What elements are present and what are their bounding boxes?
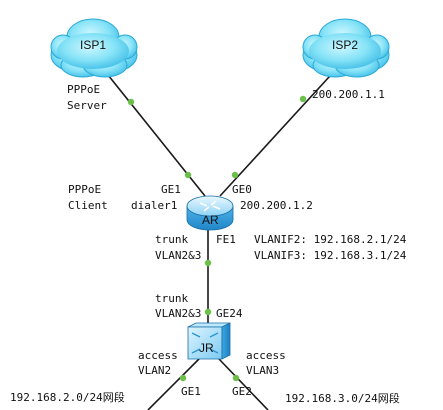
isp2-cloud-icon[interactable]	[302, 18, 390, 78]
jr-label: JR	[199, 341, 214, 355]
ar-trunk-label: trunk	[155, 233, 189, 246]
pppoe-client-label-line1: PPPoE	[68, 183, 102, 196]
jr-vlan-label: VLAN2&3	[155, 307, 202, 320]
ar-dialer-label: dialer1	[131, 199, 178, 212]
port-dot-ar-ge0	[231, 171, 239, 179]
ar-fe1-label: FE1	[216, 233, 236, 246]
pppoe-server-label-line2: Server	[67, 99, 107, 112]
port-dot-jr-ge24	[204, 308, 212, 316]
port-dot-ar-fe1	[204, 259, 212, 267]
isp2-ip-label: 200.200.1.1	[312, 88, 385, 101]
ar-wan-ip-label: 200.200.1.2	[240, 199, 313, 212]
pppoe-server-label-line1: PPPoE	[67, 83, 101, 96]
port-dot-jr-ge2	[232, 374, 240, 382]
vlan2-label: VLAN2	[138, 364, 172, 377]
jr-switch-icon[interactable]	[187, 322, 231, 360]
ar-router-icon[interactable]	[186, 195, 234, 231]
port-dot-ar-ge1	[184, 171, 192, 179]
isp2-label: ISP2	[332, 38, 359, 52]
isp1-label: ISP1	[80, 38, 107, 52]
vlanif2-label: VLANIF2: 192.168.2.1/24	[254, 233, 407, 246]
link-isp2-ar	[219, 64, 341, 197]
port-dots	[127, 95, 307, 382]
vlan3-label: VLAN3	[246, 364, 280, 377]
link-jr-right-lan	[217, 357, 269, 410]
link-jr-left-lan	[147, 357, 201, 410]
jr-ge1-label: GE1	[181, 385, 201, 398]
port-dot-jr-ge1	[179, 374, 187, 382]
ar-ge0-label: GE0	[232, 183, 252, 196]
ar-label: AR	[202, 213, 219, 227]
access-left-label: access	[138, 349, 178, 362]
pppoe-client-label-line2: Client	[68, 199, 108, 212]
right-subnet-label: 192.168.3.0/24网段	[285, 392, 400, 405]
jr-ge24-label: GE24	[216, 307, 243, 320]
vlanif3-label: VLANIF3: 192.168.3.1/24	[254, 249, 407, 262]
port-dot-isp2	[299, 95, 307, 103]
jr-ge2-label: GE2	[232, 385, 252, 398]
ar-ge1-label: GE1	[161, 183, 181, 196]
access-right-label: access	[246, 349, 286, 362]
isp1-cloud-icon[interactable]	[50, 18, 138, 78]
jr-trunk-label: trunk	[155, 292, 189, 305]
port-dot-isp1	[127, 98, 135, 106]
ar-vlan-label: VLAN2&3	[155, 249, 202, 262]
left-subnet-label: 192.168.2.0/24网段	[10, 391, 125, 404]
